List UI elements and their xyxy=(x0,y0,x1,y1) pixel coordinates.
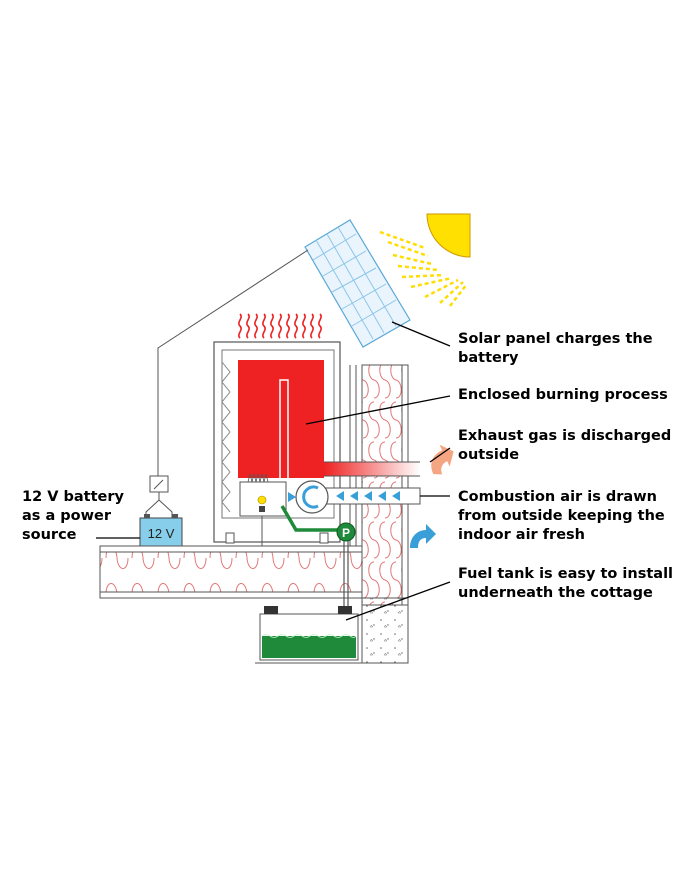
sun xyxy=(379,213,471,307)
air-intake-pipe xyxy=(319,487,421,505)
charge-controller xyxy=(145,475,173,518)
blower-fan xyxy=(288,480,329,514)
floor-structure xyxy=(99,545,363,599)
burner-unit xyxy=(239,473,287,546)
exterior-wall xyxy=(349,364,409,664)
heat-waves xyxy=(238,313,322,339)
fuel-tank xyxy=(255,606,362,664)
fuel-line xyxy=(280,505,340,532)
callout-battery: 12 V battery as a power source xyxy=(22,489,124,543)
battery-label: 12 V xyxy=(148,526,175,541)
callout-burning-process: Enclosed burning process xyxy=(458,387,668,403)
exhaust-out-arrow xyxy=(431,444,454,475)
heat-exchanger xyxy=(238,360,324,478)
callout-solar-panel: Solar panel charges the battery xyxy=(458,331,653,366)
callout-exhaust: Exhaust gas is discharged outside xyxy=(458,428,672,463)
exhaust-pipe xyxy=(324,461,420,477)
callout-lines xyxy=(96,321,451,621)
pump-label: P xyxy=(342,526,350,540)
fuel-pump: P xyxy=(336,522,356,542)
callout-combustion-air: Combustion air is drawn from outside kee… xyxy=(458,489,665,543)
solar-panel xyxy=(304,219,411,348)
air-in-arrow xyxy=(410,524,436,548)
callout-fuel-tank: Fuel tank is easy to install underneath … xyxy=(458,566,674,601)
solar-wire xyxy=(157,249,309,476)
battery: 12 V xyxy=(139,514,183,547)
